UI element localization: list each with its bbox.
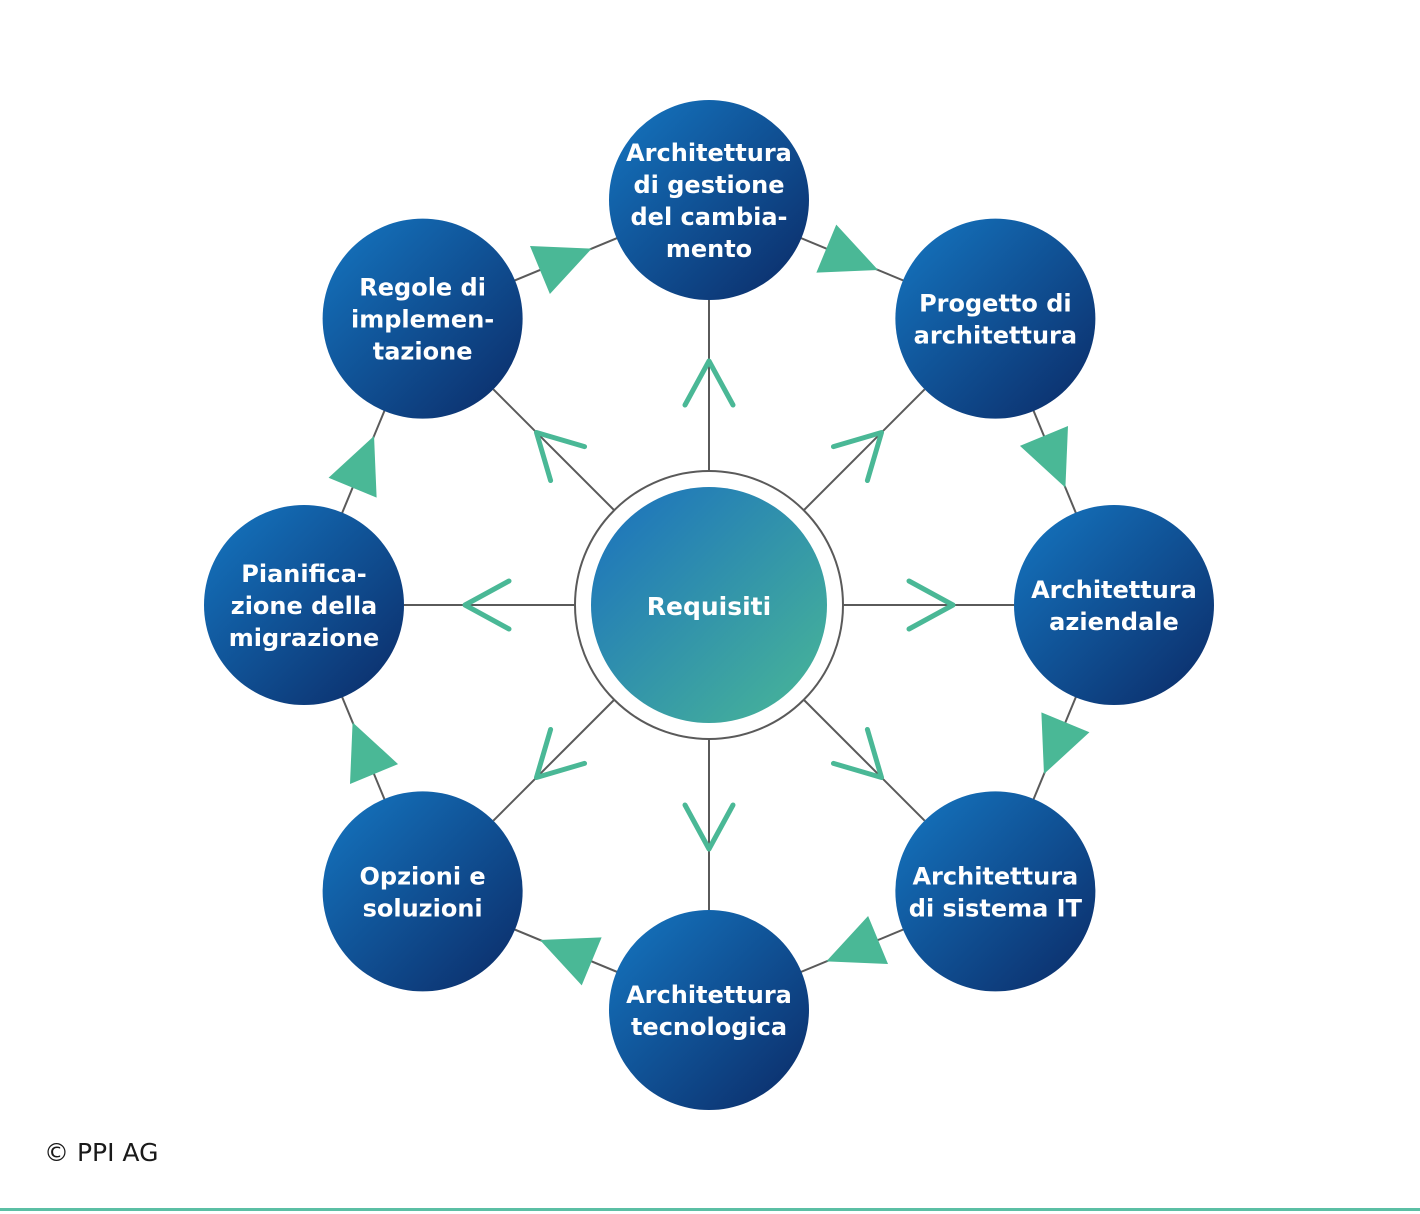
node-label-line: architettura (914, 322, 1077, 350)
node-implementation-rules: Regole di implemen-tazione (322, 218, 523, 419)
spoke-chevron-icon (533, 429, 588, 484)
node-label-line: di gestione (633, 171, 784, 199)
node-circle (322, 218, 523, 419)
node-label-line: tecnologica (631, 1013, 787, 1041)
spoke-chevron-icon (906, 578, 956, 632)
node-label-line: del cambia- (630, 203, 787, 231)
node-circle (322, 791, 523, 992)
node-circle (895, 791, 1096, 992)
center-node-requisiti: Requisiti (574, 470, 844, 740)
cycle-arrow-icon (539, 937, 602, 986)
node-circle (1014, 505, 1214, 705)
node-architecture-project: Progetto di architettura (895, 218, 1096, 419)
spoke-chevron-icon (830, 429, 885, 484)
radial-spoke (492, 699, 615, 822)
node-technology-architecture: Architettura tecnologica (609, 910, 809, 1110)
node-label-line: aziendale (1049, 608, 1179, 636)
node-label-line: implemen- (351, 306, 494, 334)
radial-spoke (803, 388, 926, 511)
node-enterprise-architecture: Architettura aziendale (1014, 505, 1214, 705)
node-label-line: Architettura (626, 139, 792, 167)
node-label-line: Pianifica- (241, 560, 367, 588)
bottom-rule (0, 1208, 1420, 1211)
cycle-arrow-icon (328, 435, 377, 498)
node-circle (895, 218, 1096, 419)
spoke-chevron-icon (682, 802, 736, 852)
node-migration-planning: Pianifica-zione della migrazione (204, 505, 404, 705)
node-change-management: Architettura di gestione del cambia-mento (609, 100, 809, 300)
node-label-line: Architettura (1031, 576, 1197, 604)
cycle-arrow-icon (529, 246, 592, 295)
node-label-line: di sistema IT (909, 894, 1083, 922)
node-label-line: Architettura (912, 862, 1078, 890)
copyright-notice: © PPI AG (44, 1138, 159, 1167)
node-circle (609, 910, 809, 1110)
node-label-line: Regole di (359, 274, 486, 302)
node-options-solutions: Opzioni e soluzioni (322, 791, 523, 992)
node-circle (204, 505, 404, 705)
node-label-line: mento (666, 235, 752, 263)
spoke-chevron-icon (830, 726, 885, 781)
center-label: Requisiti (647, 592, 771, 621)
radial-spoke (803, 699, 926, 822)
spoke-chevron-icon (682, 358, 736, 408)
cycle-arrow-icon (350, 722, 399, 785)
node-label-line: Progetto di (919, 290, 1072, 318)
node-label-line: tazione (373, 338, 473, 366)
node-circle (609, 100, 809, 300)
node-label-line: migrazione (229, 624, 380, 652)
node-label-line: soluzioni (363, 894, 483, 922)
cycle-arrow-icon (1041, 712, 1090, 775)
node-label-line: zione della (231, 592, 378, 620)
center-disc (591, 487, 827, 723)
cycle-arrow-icon (1019, 425, 1068, 488)
spoke-chevron-icon (462, 578, 512, 632)
node-label-line: Opzioni e (360, 862, 486, 890)
node-it-system-architecture: Architettura di sistema IT (895, 791, 1096, 992)
cycle-arrow-icon (816, 224, 879, 273)
cycle-arrow-icon (826, 915, 889, 964)
radial-spoke (492, 388, 615, 511)
node-label-line: Architettura (626, 981, 792, 1009)
spoke-chevron-icon (533, 726, 588, 781)
